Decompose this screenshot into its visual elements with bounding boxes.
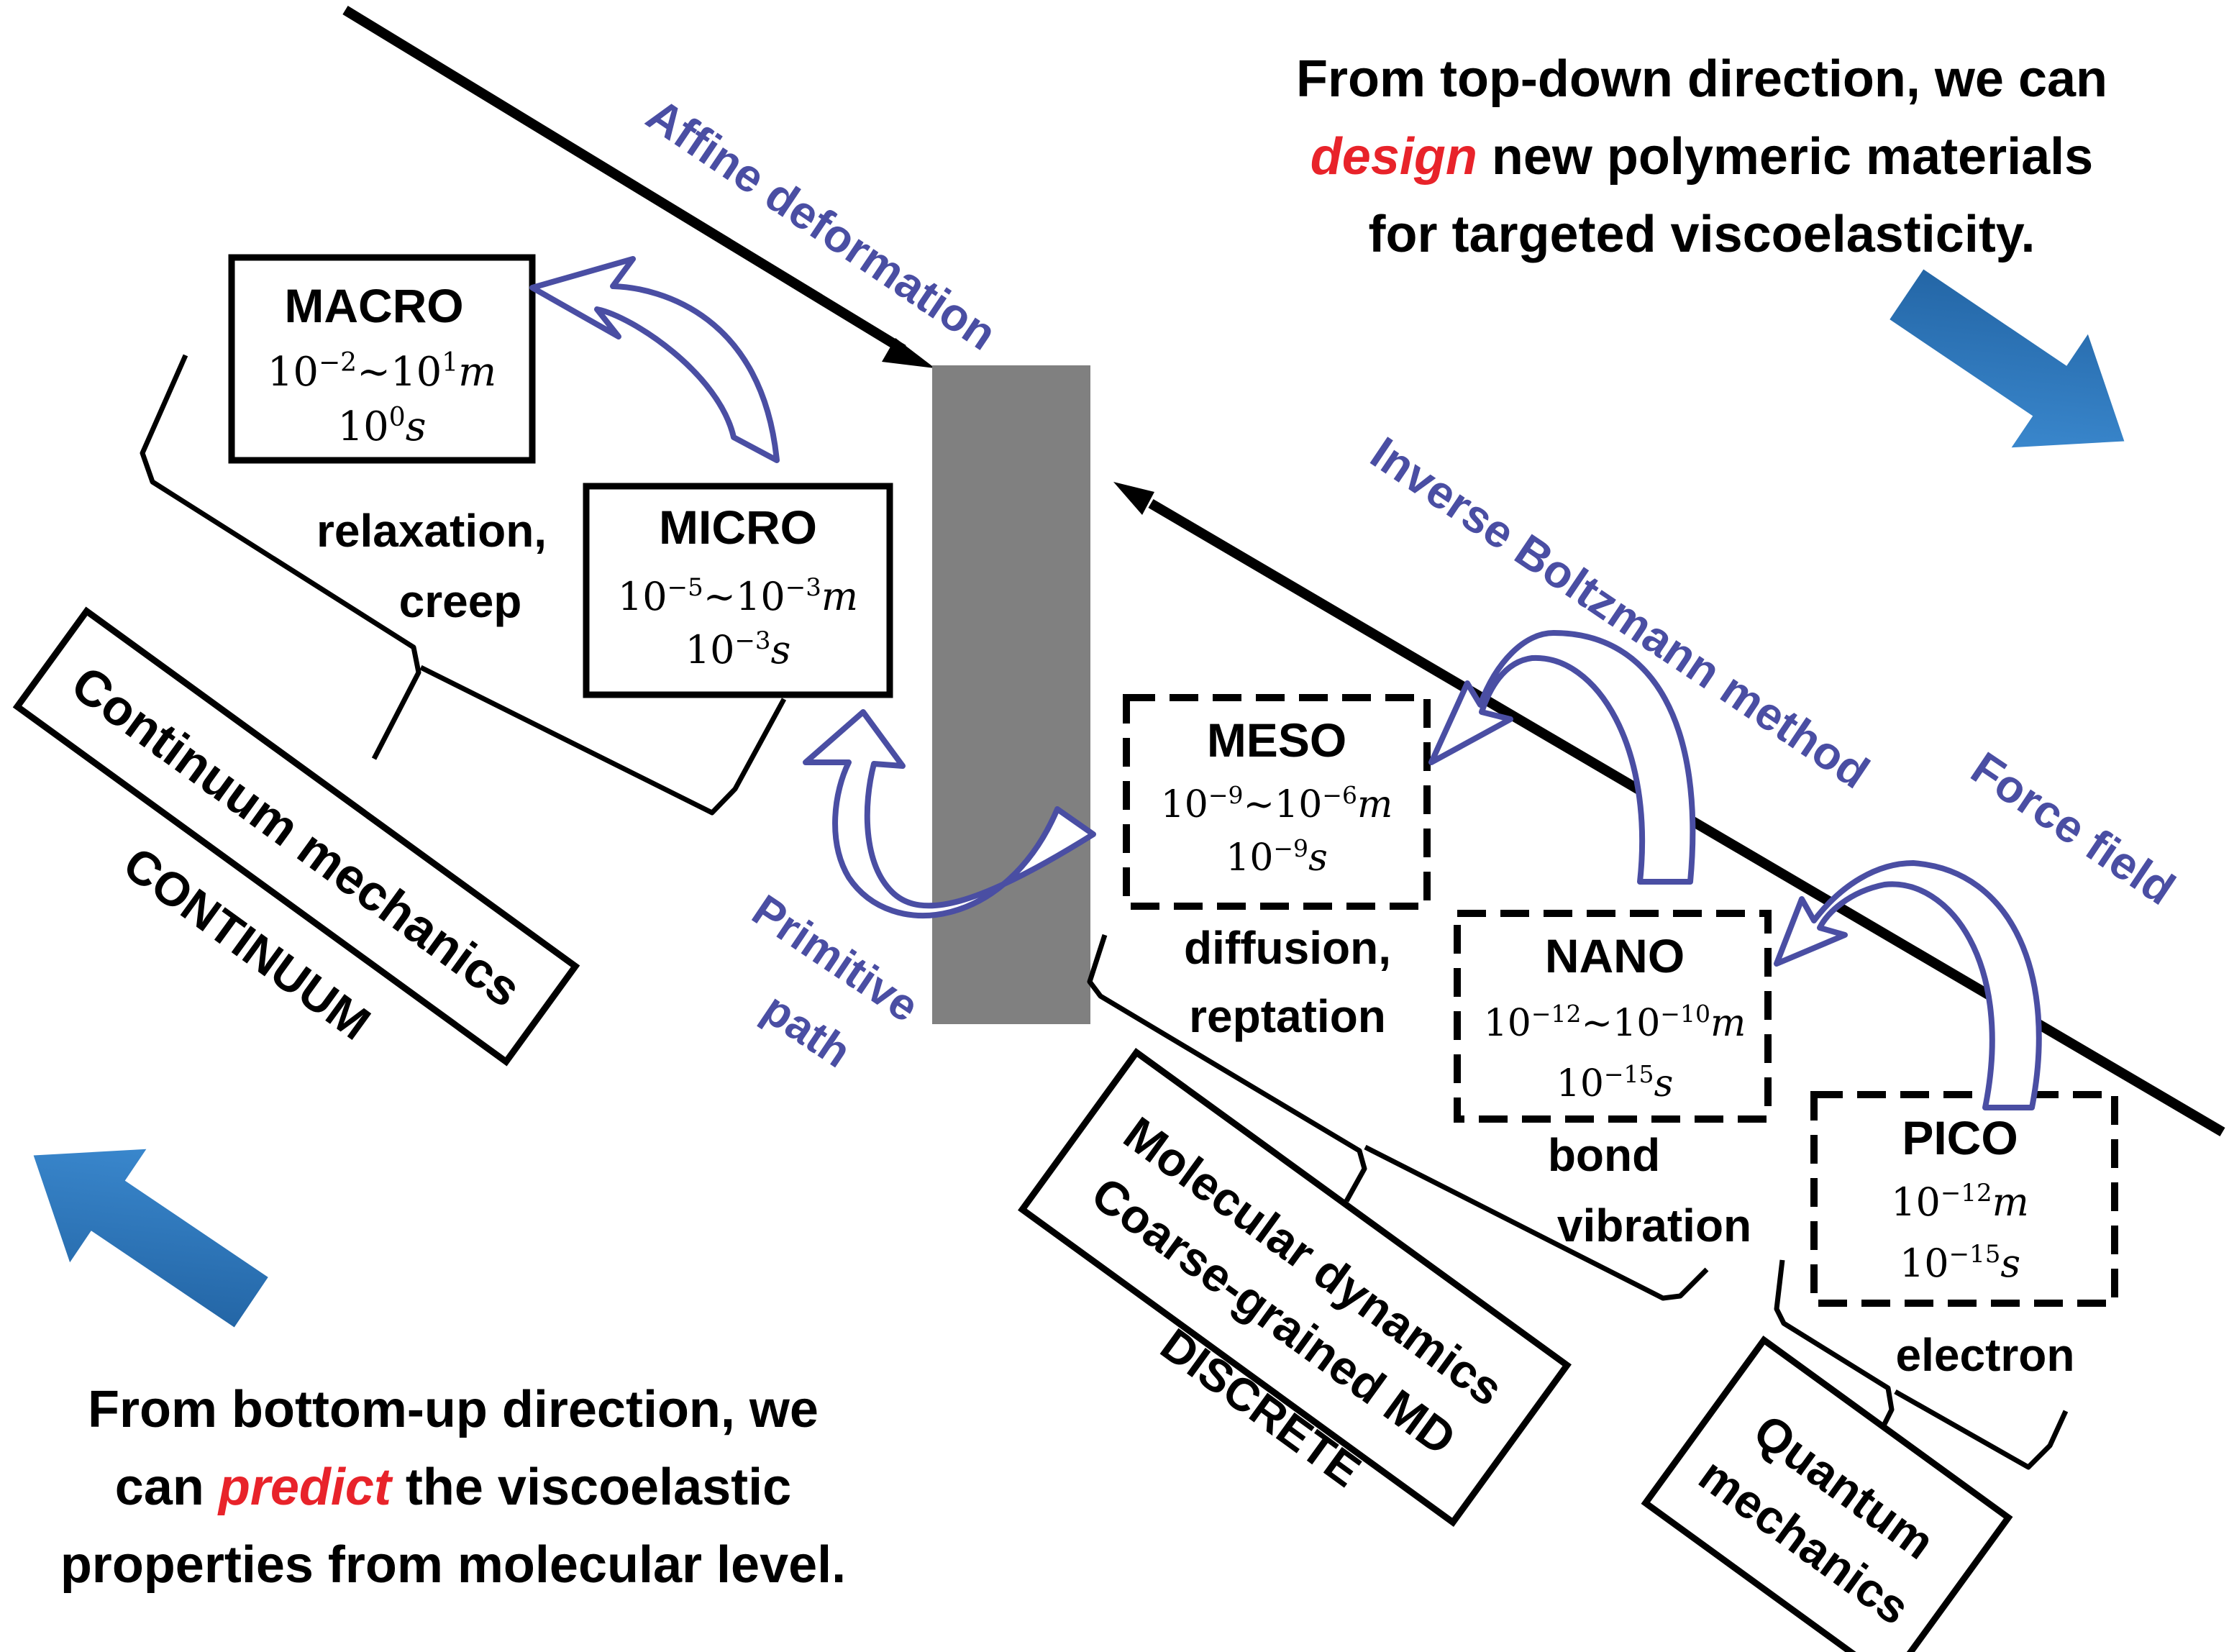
divider-bar — [932, 365, 1090, 1024]
macro-text: MACRO 10−2~101m 100s — [268, 279, 497, 450]
affine-deformation-arrow — [529, 256, 780, 463]
micro-box — [583, 483, 893, 698]
force-field-arrow — [1774, 860, 2042, 1110]
pico-box — [1810, 1091, 2118, 1307]
path-label: path — [754, 984, 860, 1077]
meso-text: MESO 10−9~10−6m 10−9s — [1161, 713, 1393, 880]
top-down-line1: From top-down direction, we can — [1296, 50, 2107, 108]
relaxation-label: relaxation, — [316, 505, 547, 557]
top-down-line3: for targeted viscoelasticity. — [1369, 206, 2036, 263]
nano-length: 10−12~10−10m — [1484, 1000, 1746, 1046]
nano-name: NANO — [1545, 929, 1685, 982]
meso-length: 10−9~10−6m — [1161, 781, 1393, 827]
top-down-line2: design new polymeric materials — [1310, 128, 2093, 186]
bond-label: bond — [1548, 1129, 1660, 1181]
bottom-up-line2: can predict the viscoelastic — [115, 1459, 791, 1516]
pico-name: PICO — [1902, 1111, 2018, 1164]
quantum-bracket — [1774, 1259, 2069, 1470]
nano-time: 10−15s — [1556, 1060, 1674, 1106]
macro-box — [228, 254, 536, 464]
vibration-label: vibration — [1557, 1200, 1751, 1251]
top-down-text: From top-down direction, we can design n… — [1296, 50, 2107, 263]
continuum-bracket — [140, 354, 787, 816]
diffusion-label: diffusion, — [1184, 922, 1391, 974]
creep-label: creep — [399, 575, 522, 627]
micro-length: 10−5~10−3m — [618, 573, 858, 619]
micro-time: 10−3s — [685, 626, 791, 672]
micro-name: MICRO — [659, 501, 817, 554]
electron-label: electron — [1896, 1329, 2075, 1381]
quantum-mechanics-box: Quantum mechanics — [1641, 1336, 2013, 1652]
bottom-up-line3: properties from molecular level. — [60, 1536, 846, 1594]
meso-time: 10−9s — [1226, 834, 1328, 880]
force-field-label: Force field — [1962, 741, 2184, 915]
macro-name: MACRO — [284, 279, 463, 332]
nano-box — [1454, 910, 1772, 1123]
meso-name: MESO — [1207, 713, 1346, 767]
macro-length: 10−2~101m — [268, 348, 497, 396]
micro-text: MICRO 10−5~10−3m 10−3s — [618, 501, 858, 672]
discrete-bracket — [1087, 934, 1709, 1301]
meso-box — [1123, 694, 1431, 910]
downward-diagonal-line — [342, 6, 935, 368]
bottom-up-line1: From bottom-up direction, we — [88, 1381, 819, 1438]
bottom-up-text: From bottom-up direction, we can predict… — [60, 1381, 846, 1594]
bottom-up-block-arrow — [33, 1149, 268, 1328]
reptation-label: reptation — [1189, 990, 1386, 1042]
nano-text: NANO 10−12~10−10m 10−15s — [1484, 929, 1746, 1105]
inverse-boltzmann-arrow — [1428, 630, 1696, 885]
macro-time: 100s — [338, 403, 427, 451]
pico-length: 10−12m — [1891, 1179, 2029, 1225]
top-down-block-arrow — [1890, 269, 2125, 448]
pico-text: PICO 10−12m 10−15s — [1891, 1111, 2029, 1286]
primitive-path-arrow — [803, 709, 1096, 918]
pico-time: 10−15s — [1900, 1240, 2020, 1286]
